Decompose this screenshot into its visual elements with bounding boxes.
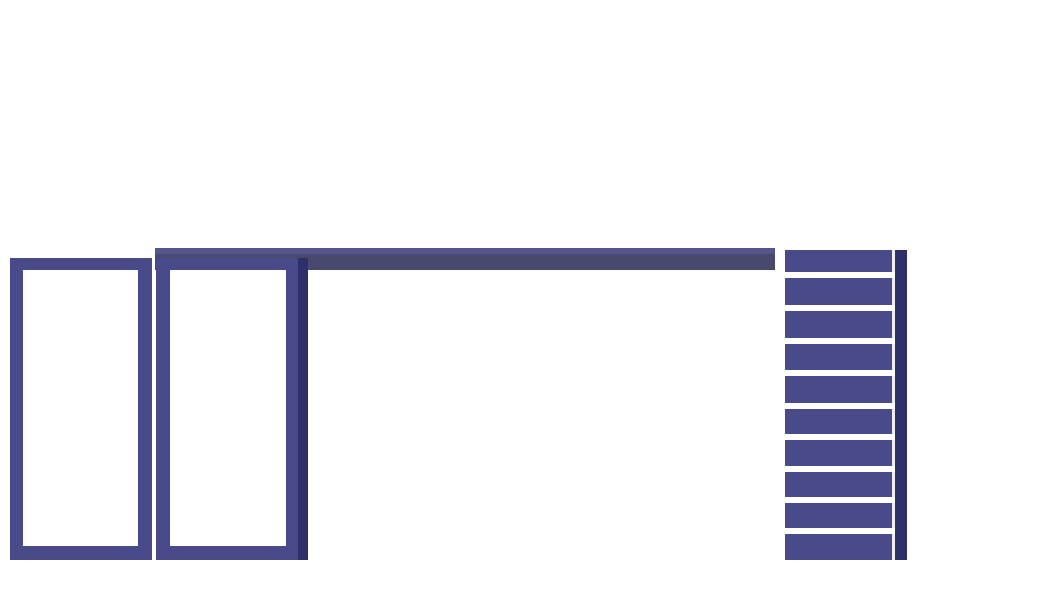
ladder-right-rail — [895, 250, 907, 560]
ladder-rung — [785, 370, 895, 376]
ladder-rung — [785, 338, 895, 344]
left-frame-1 — [10, 258, 152, 560]
ladder-rung — [785, 497, 895, 503]
ladder-rung — [785, 272, 895, 278]
top-beam — [155, 248, 775, 270]
left-frame-2 — [156, 258, 308, 560]
ladder-rung — [785, 528, 895, 534]
beam-highlight — [155, 248, 775, 254]
ladder-rung — [785, 434, 895, 440]
ladder-rung — [785, 466, 895, 472]
right-ladder — [785, 250, 907, 560]
frame-inner — [23, 270, 138, 546]
frame-shadow — [298, 258, 308, 560]
ladder-rung — [785, 403, 895, 409]
ladder-rung — [785, 305, 895, 311]
frame-inner — [170, 270, 286, 546]
